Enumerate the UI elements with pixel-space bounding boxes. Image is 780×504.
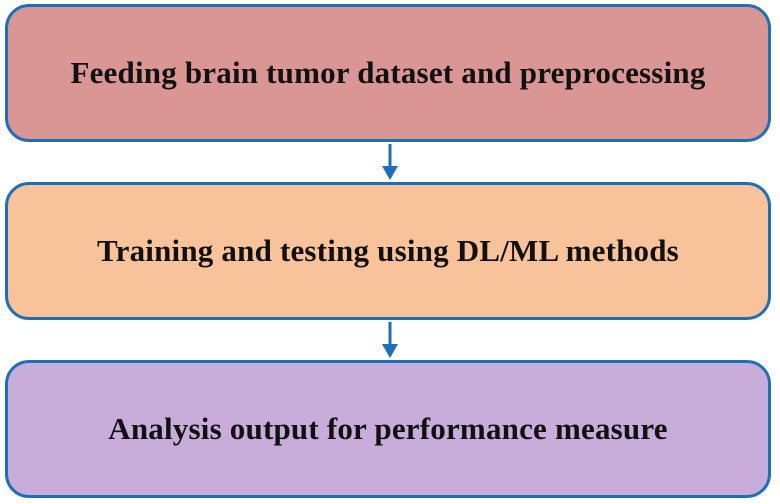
- step-label-3: Analysis output for performance measure: [108, 411, 668, 446]
- step-box-3: Analysis output for performance measure: [5, 360, 771, 498]
- arrow-down-icon: [382, 144, 398, 180]
- step-box-2: Training and testing using DL/ML methods: [5, 182, 771, 320]
- step-label-1: Feeding brain tumor dataset and preproce…: [70, 55, 706, 90]
- step-label-2: Training and testing using DL/ML methods: [97, 233, 679, 268]
- arrow-down-icon: [382, 322, 398, 358]
- step-box-1: Feeding brain tumor dataset and preproce…: [5, 4, 771, 142]
